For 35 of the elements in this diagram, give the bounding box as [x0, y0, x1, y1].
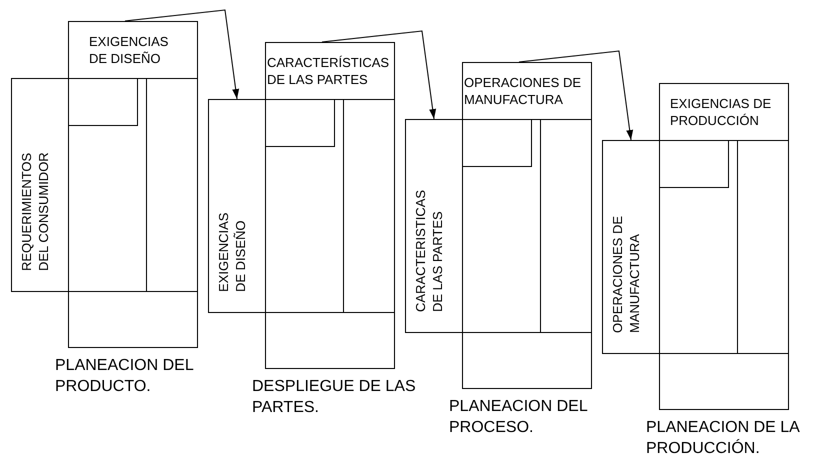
stage-caption: PLANEACION DEL PRODUCTO.: [55, 356, 194, 397]
vertical-label: CARACTERISTICAS DE LAS PARTES: [412, 188, 446, 312]
header-text: EXIGENCIAS DE DISEÑO: [89, 33, 168, 67]
arrow: [518, 50, 634, 140]
arrow: [124, 9, 240, 100]
header-text: OPERACIONES DE MANUFACTURA: [464, 74, 582, 108]
header-text: CARACTERÍSTICAS DE LAS PARTES: [267, 54, 390, 88]
vertical-label: OPERACIONES DE MANUFACTURA: [609, 214, 643, 333]
matrix-bottom-row: [462, 332, 592, 389]
matrix-bottom-row: [68, 291, 198, 348]
matrix-cell: [660, 141, 729, 188]
row-header-box: [602, 140, 660, 354]
matrix-cell: [463, 120, 532, 167]
stage-caption: DESPLIEGUE DE LAS PARTES.: [252, 377, 417, 418]
header-box: [265, 42, 395, 100]
relationship-matrix: [68, 78, 198, 292]
relationship-matrix: [265, 99, 395, 313]
header-box: [462, 62, 592, 120]
vertical-label: EXIGENCIAS DE DISEÑO: [215, 212, 249, 292]
header-box: [68, 21, 198, 79]
relationship-matrix: [659, 140, 789, 354]
vertical-label: REQUERIMIENTOS DEL CONSUMIDOR: [18, 151, 52, 271]
row-header-box: [11, 78, 69, 292]
row-header-box: [208, 99, 266, 313]
stage-caption: PLANEACION DEL PROCESO.: [449, 397, 588, 438]
arrow: [322, 30, 436, 120]
matrix-cell: [266, 100, 335, 147]
row-header-box: [405, 119, 463, 333]
matrix-bottom-row: [659, 353, 789, 410]
matrix-cell: [69, 79, 138, 126]
header-text: EXIGENCIAS DE PRODUCCIÓN: [670, 95, 772, 129]
matrix-bottom-row: [265, 312, 395, 369]
header-box: [659, 83, 789, 141]
stage-caption: PLANEACION DE LA PRODUCCIÓN.: [646, 418, 801, 459]
relationship-matrix: [462, 119, 592, 333]
